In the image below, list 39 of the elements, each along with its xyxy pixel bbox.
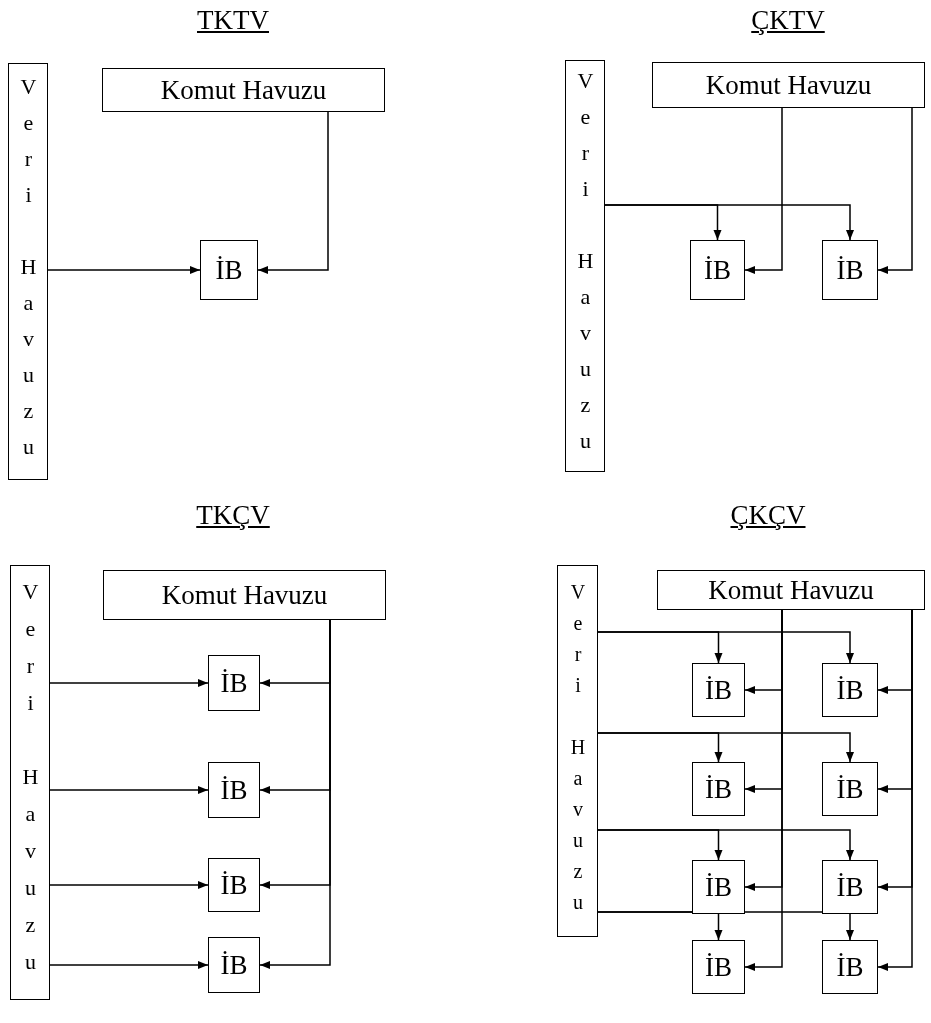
processor-box: İB [208, 858, 260, 912]
processor-box: İB [822, 860, 878, 914]
instruction-pool-box: Komut Havuzu [103, 570, 386, 620]
data-pool-box: Veri Havuzu [565, 60, 605, 472]
arrow [47, 266, 201, 274]
instruction-pool-box: Komut Havuzu [657, 570, 925, 610]
processor-box: İB [200, 240, 258, 300]
arrow [604, 204, 854, 241]
processor-box: İB [692, 940, 745, 994]
processor-box: İB [208, 937, 260, 993]
processor-box: İB [692, 860, 745, 914]
arrow [49, 679, 209, 687]
arrow [744, 107, 783, 274]
instruction-pool-box: Komut Havuzu [102, 68, 385, 112]
arrow [49, 961, 209, 969]
processor-box: İB [822, 663, 878, 717]
processor-box: İB [208, 762, 260, 818]
data-pool-box: Veri Havuzu [557, 565, 598, 937]
instruction-pool-box: Komut Havuzu [652, 62, 925, 108]
processor-box: İB [690, 240, 745, 300]
processor-box: İB [208, 655, 260, 711]
arrow [49, 881, 209, 889]
processor-box: İB [692, 663, 745, 717]
arrow [597, 732, 854, 763]
data-pool-box: Veri Havuzu [8, 63, 48, 480]
data-pool-box: Veri Havuzu [10, 565, 50, 1000]
arrow [597, 829, 854, 861]
processor-box: İB [822, 940, 878, 994]
arrow [877, 107, 913, 274]
arrow [257, 111, 329, 274]
arrow [49, 786, 209, 794]
quadrant-title: ÇKÇV [730, 500, 806, 531]
quadrant-title: TKTV [197, 5, 269, 36]
arrow [597, 631, 854, 664]
processor-box: İB [692, 762, 745, 816]
processor-box: İB [822, 240, 878, 300]
quadrant-title: ÇKTV [751, 5, 825, 36]
quadrant-title: TKÇV [196, 500, 270, 531]
processor-box: İB [822, 762, 878, 816]
